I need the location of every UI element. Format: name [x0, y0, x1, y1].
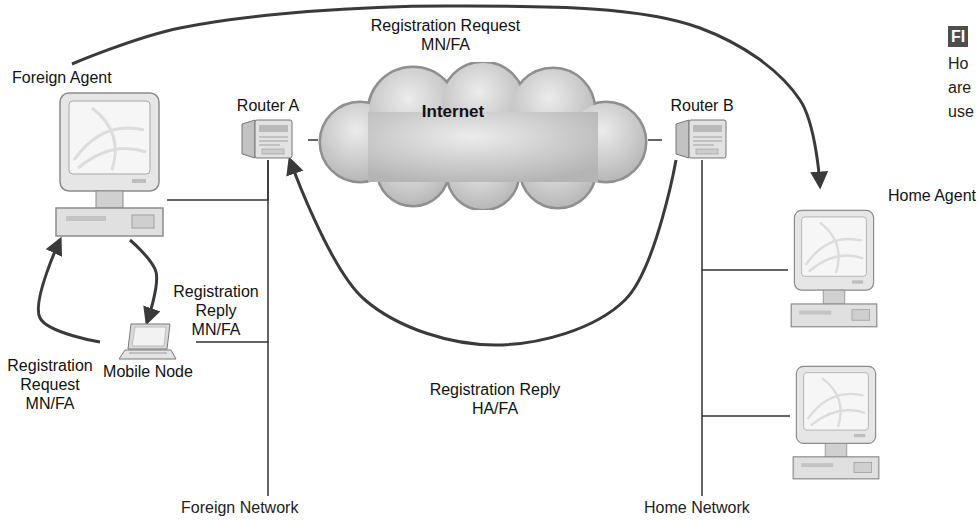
host-computer [793, 366, 879, 478]
network-label: Foreign Network [181, 498, 298, 517]
caption-fragment: use [948, 102, 974, 121]
laptop-icon [117, 322, 177, 362]
router-node: Router A [228, 96, 308, 160]
cloud-figure [320, 62, 646, 210]
cloud-label: Internet [318, 62, 648, 122]
laptop-figure [119, 324, 176, 359]
figure-tag: FI [948, 26, 968, 47]
edge-label: Registration Reply MN/FA [172, 282, 260, 339]
message-arrow [38, 240, 100, 342]
caption-fragment: Ho [948, 54, 968, 73]
edge-label: Registration Reply HA/FA [420, 380, 570, 418]
cloud-node: Internet [318, 62, 648, 210]
node-label: Home Agent [788, 186, 976, 206]
cloud-shape [318, 62, 648, 210]
home-bus-line [701, 270, 703, 496]
router-figure [676, 120, 726, 158]
network-bus [268, 270, 790, 496]
network-link [702, 160, 788, 270]
computer-node: Home Agent [788, 186, 976, 330]
edge-label: Registration Request MN/FA [358, 16, 533, 54]
foreign-bus-line [267, 342, 269, 496]
pc-icon [788, 208, 880, 330]
caption-fragment: are [948, 78, 971, 97]
router-node: Router B [662, 96, 742, 160]
edge-label: Registration Request MN/FA [4, 356, 96, 413]
network-link [167, 160, 268, 200]
network-label: Home Network [644, 498, 750, 517]
pc-icon [52, 90, 167, 240]
node-label: Router B [662, 96, 742, 116]
router-figure [242, 120, 292, 158]
computer-node: Foreign Agent [12, 64, 167, 240]
router-icon [674, 118, 729, 160]
network-link [648, 139, 662, 141]
pc-figure [56, 93, 163, 236]
router-icon [240, 118, 295, 160]
network-link [308, 139, 318, 141]
pc-figure [791, 210, 877, 326]
node-label: Mobile Node [100, 362, 196, 382]
host-drop-line [702, 415, 790, 417]
node-label: Foreign Agent [12, 64, 167, 88]
message-arrow [130, 240, 157, 322]
laptop-node: Mobile Node [100, 322, 196, 382]
node-label: Router A [228, 96, 308, 116]
